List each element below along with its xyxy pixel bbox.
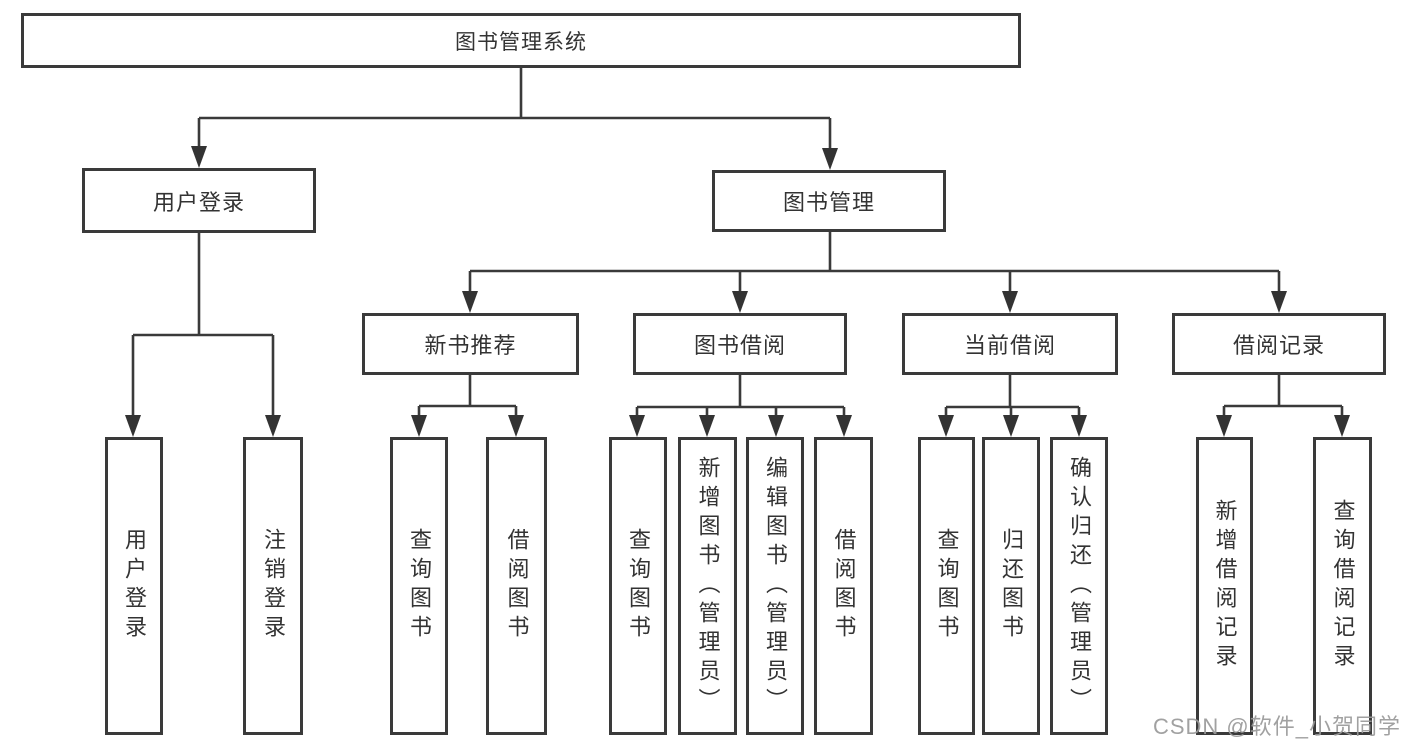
leaf-label: 注销登录 <box>261 528 286 644</box>
leaf-user-login: 用户登录 <box>105 437 163 735</box>
connector-book-borrow-children <box>629 375 852 437</box>
leaf-label: 归还图书 <box>999 528 1024 644</box>
leaf-return-book: 归还图书 <box>982 437 1040 735</box>
leaf-label: 新增图书（管理员） <box>695 455 721 717</box>
leaf-logout: 注销登录 <box>243 437 303 735</box>
connector-current-borrow-children <box>938 375 1087 437</box>
node-new-book-recommend: 新书推荐 <box>362 313 579 375</box>
leaf-query-borrow-record: 查询借阅记录 <box>1313 437 1372 735</box>
leaf-query-book-current: 查询图书 <box>918 437 975 735</box>
leaf-label: 查询图书 <box>934 528 960 644</box>
node-borrow-record: 借阅记录 <box>1172 313 1386 375</box>
leaf-query-book-borrow: 查询图书 <box>609 437 667 735</box>
leaf-label: 新增借阅记录 <box>1212 499 1238 673</box>
leaf-label: 查询图书 <box>626 528 651 644</box>
leaf-borrow-book: 借阅图书 <box>814 437 873 735</box>
leaf-add-book-admin: 新增图书（管理员） <box>678 437 737 735</box>
connector-book-management-children <box>462 232 1287 313</box>
node-book-management: 图书管理 <box>712 170 946 232</box>
node-user-login: 用户登录 <box>82 168 316 233</box>
csdn-watermark: CSDN @软件_小贺同学 <box>1152 714 1401 739</box>
node-library-management-system: 图书管理系统 <box>21 13 1021 68</box>
connector-borrow-record-children <box>1216 375 1350 437</box>
connector-root-to-level2 <box>191 68 838 170</box>
leaf-label: 用户登录 <box>122 528 147 644</box>
leaf-label: 借阅图书 <box>504 528 530 644</box>
leaf-label: 编辑图书（管理员） <box>763 455 788 717</box>
leaf-confirm-return-admin: 确认归还（管理员） <box>1050 437 1108 735</box>
leaf-edit-book-admin: 编辑图书（管理员） <box>746 437 804 735</box>
connector-new-book-children <box>411 375 524 437</box>
leaf-add-borrow-record: 新增借阅记录 <box>1196 437 1253 735</box>
connector-user-login-children <box>125 233 281 437</box>
leaf-label: 借阅图书 <box>831 528 857 644</box>
leaf-label: 查询图书 <box>407 528 432 644</box>
leaf-borrow-book-recommend: 借阅图书 <box>486 437 547 735</box>
leaf-label: 查询借阅记录 <box>1330 499 1356 673</box>
node-current-borrow: 当前借阅 <box>902 313 1118 375</box>
leaf-label: 确认归还（管理员） <box>1067 455 1092 717</box>
leaf-query-book-recommend: 查询图书 <box>390 437 448 735</box>
node-book-borrow: 图书借阅 <box>633 313 847 375</box>
